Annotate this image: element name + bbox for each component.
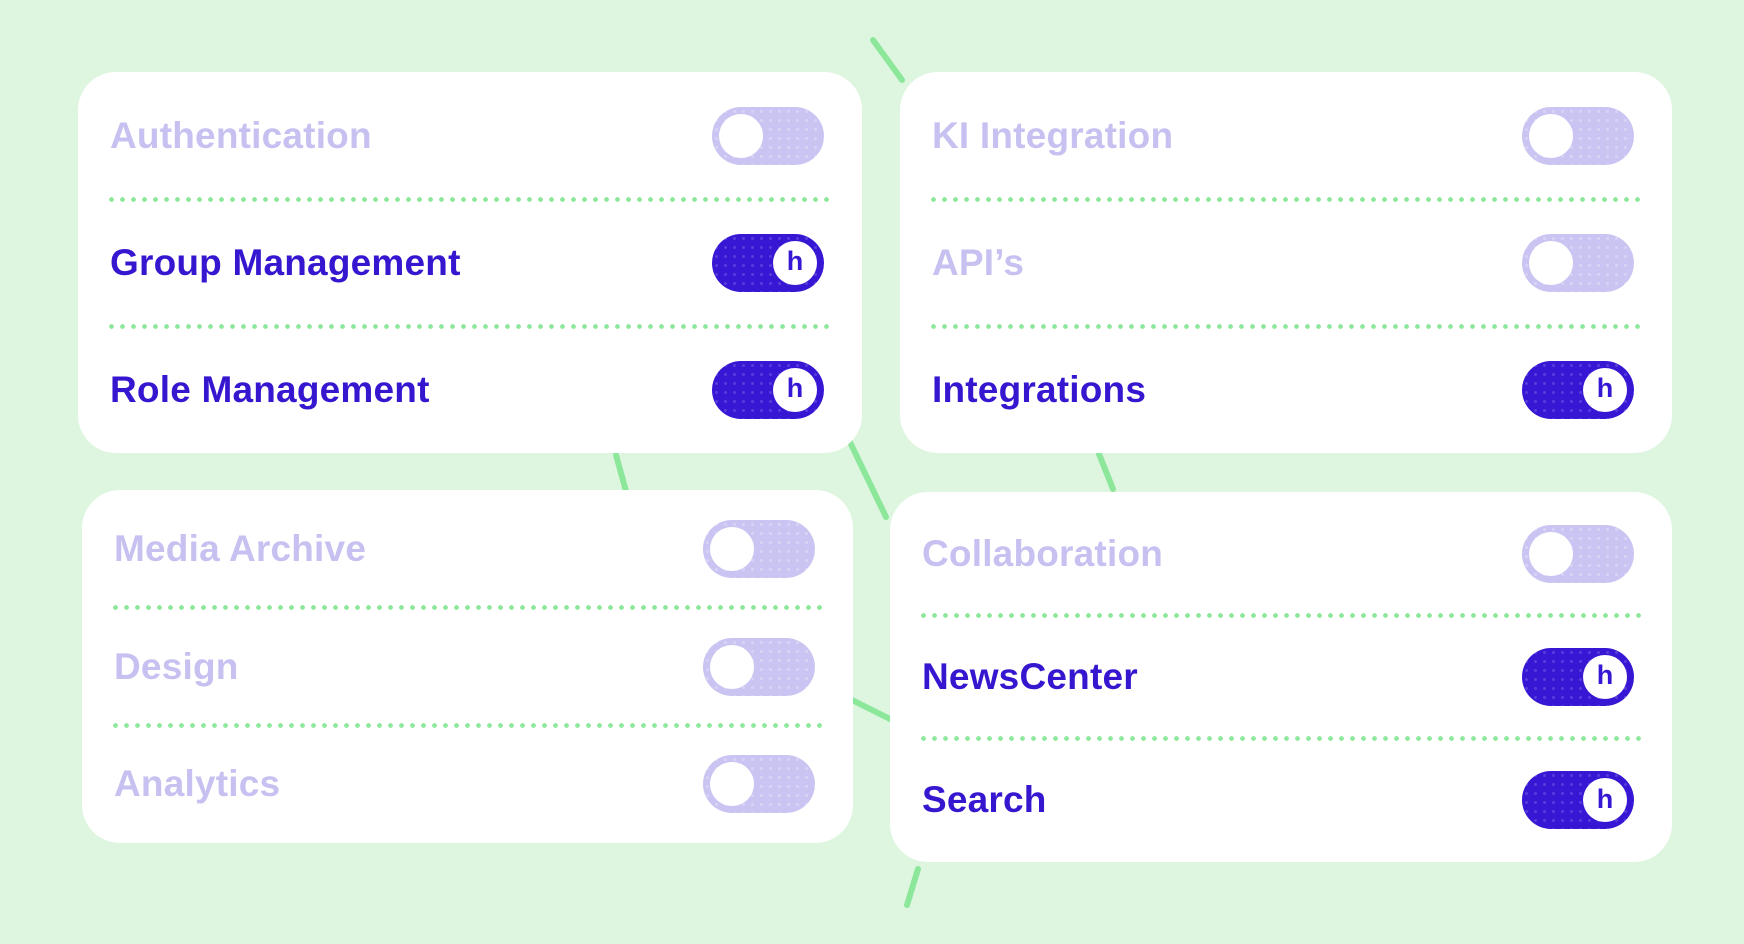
toggle-design[interactable] <box>703 637 815 696</box>
connector-line <box>845 435 889 520</box>
connector-line <box>904 866 921 908</box>
feature-row-api-s: API’s <box>900 196 1672 326</box>
feature-label-integrations: Integrations <box>932 368 1147 410</box>
toggle-knob: h <box>1583 778 1627 823</box>
toggle-collaboration[interactable] <box>1522 524 1634 583</box>
toggle-knob <box>1529 240 1573 285</box>
toggle-knob: h <box>773 367 817 412</box>
toggle-knob-label: h <box>1596 660 1614 691</box>
toggle-knob-label: h <box>786 246 804 276</box>
feature-label-role-management: Role Management <box>110 368 430 410</box>
feature-label-group-management: Group Management <box>110 241 461 283</box>
toggle-api-s[interactable] <box>1522 233 1634 292</box>
feature-label-design: Design <box>114 645 239 687</box>
feature-label-search: Search <box>922 779 1047 821</box>
toggle-integrations[interactable]: h <box>1522 360 1634 419</box>
toggle-group-management[interactable]: h <box>712 233 824 292</box>
toggle-knob-label: h <box>1596 783 1614 814</box>
feature-row-integrations: Integrations h <box>900 323 1672 453</box>
feature-row-collaboration: Collaboration <box>890 492 1672 615</box>
toggle-knob: h <box>1583 367 1627 412</box>
toggle-knob <box>710 644 754 689</box>
feature-row-design: Design <box>82 605 853 726</box>
feature-row-search: Search h <box>890 736 1672 862</box>
connector-line <box>870 37 905 83</box>
toggle-knob-label: h <box>786 373 804 403</box>
toggle-knob: h <box>1583 654 1627 699</box>
toggle-authentication[interactable] <box>712 106 824 165</box>
toggle-search[interactable]: h <box>1522 771 1634 830</box>
toggle-knob-label: h <box>1596 373 1614 403</box>
connector-line <box>849 697 893 722</box>
toggle-knob <box>719 113 763 158</box>
feature-label-analytics: Analytics <box>114 763 281 805</box>
toggle-analytics[interactable] <box>703 755 815 814</box>
toggle-knob <box>710 526 754 571</box>
connector-line <box>1096 451 1116 492</box>
feature-row-ki-integration: KI Integration <box>900 72 1672 199</box>
feature-label-ki-integration: KI Integration <box>932 114 1174 156</box>
toggle-knob <box>710 762 754 807</box>
toggle-newscenter[interactable]: h <box>1522 647 1634 706</box>
toggle-role-management[interactable]: h <box>712 360 824 419</box>
feature-row-analytics: Analytics <box>82 722 853 843</box>
feature-row-authentication: Authentication <box>78 72 862 199</box>
feature-row-media-archive: Media Archive <box>82 490 853 608</box>
toggle-ki-integration[interactable] <box>1522 106 1634 165</box>
feature-label-collaboration: Collaboration <box>922 532 1164 574</box>
connector-line <box>613 452 629 494</box>
feature-label-authentication: Authentication <box>110 114 372 156</box>
toggle-knob <box>1529 113 1573 158</box>
feature-label-newscenter: NewsCenter <box>922 655 1138 697</box>
feature-label-media-archive: Media Archive <box>114 527 367 569</box>
feature-row-newscenter: NewsCenter h <box>890 612 1672 738</box>
feature-row-role-management: Role Management h <box>78 323 862 453</box>
toggle-knob: h <box>773 240 817 285</box>
feature-label-api-s: API’s <box>932 241 1025 283</box>
feature-row-group-management: Group Management h <box>78 196 862 326</box>
toggle-media-archive[interactable] <box>703 519 815 578</box>
toggle-knob <box>1529 531 1573 576</box>
